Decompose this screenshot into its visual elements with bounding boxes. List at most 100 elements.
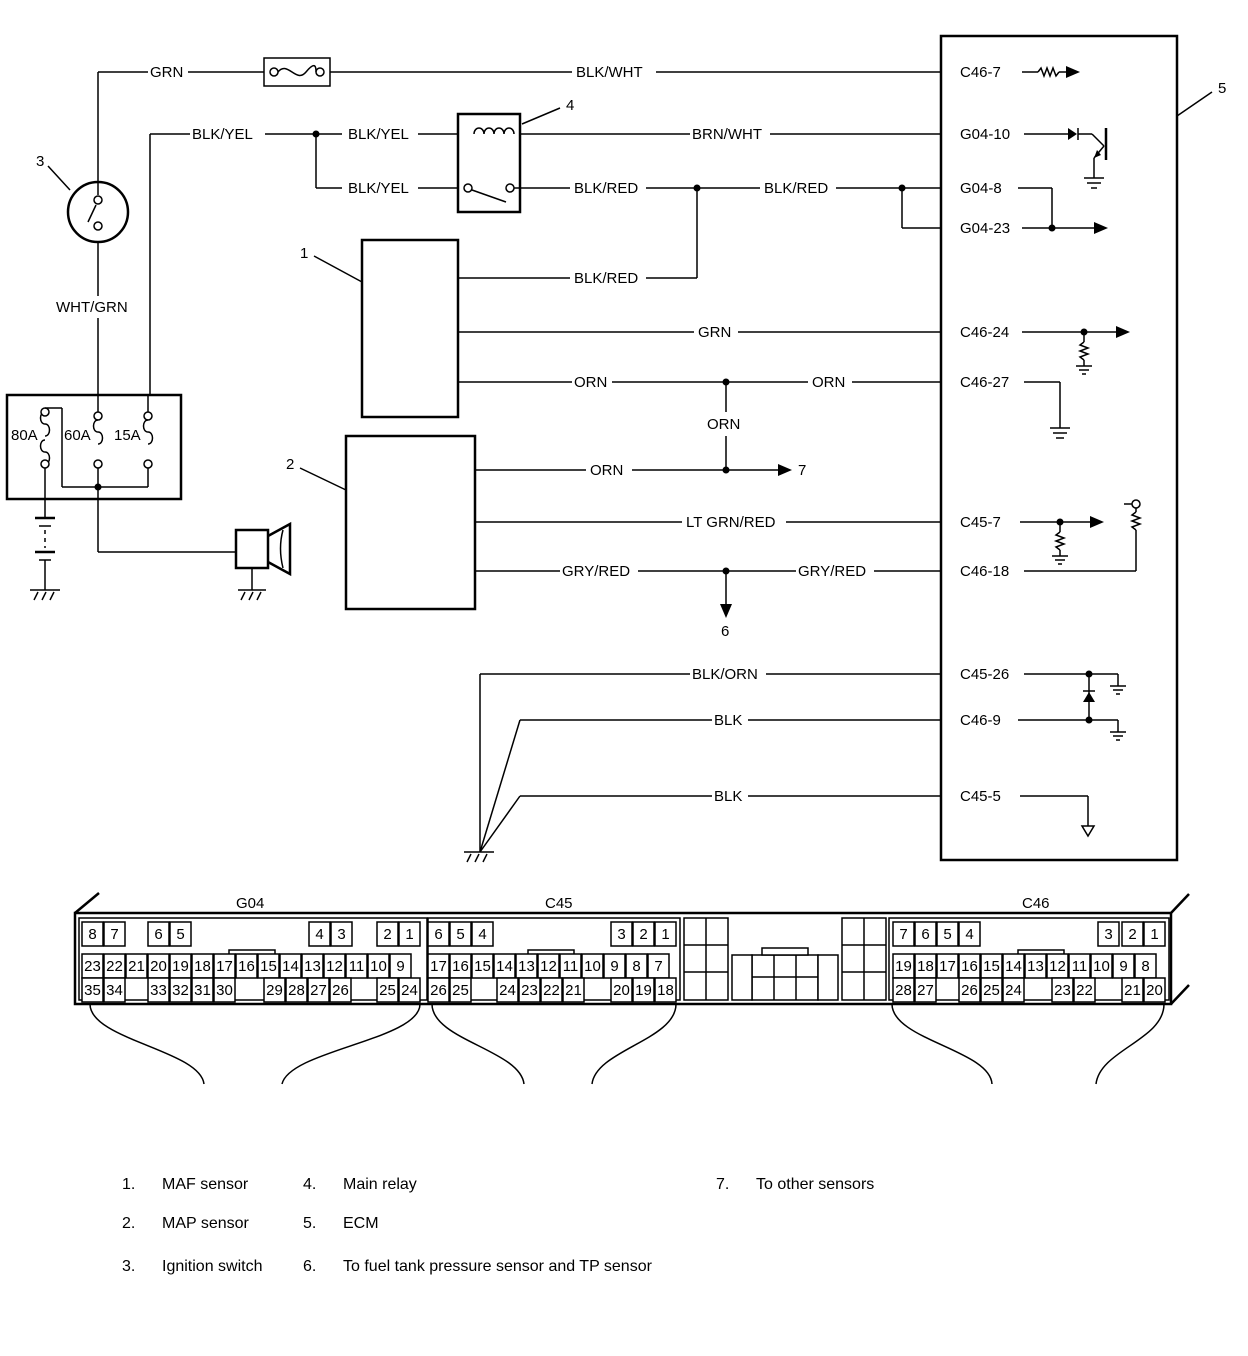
- c46-pin-27-cell: [914, 977, 937, 1003]
- fuse-block: 80A 60A 15A: [5, 393, 183, 501]
- g04-pin-26-label: 26: [332, 982, 349, 999]
- g04-pin-10-label: 10: [370, 958, 387, 975]
- g04-pin-14-label: 14: [282, 958, 299, 975]
- wire-label-blk-wht: BLK/WHT: [576, 64, 643, 81]
- g04-pin-21-label: 21: [128, 958, 145, 975]
- c45-pin-20-cell: [610, 977, 633, 1003]
- connector-header-c46: C46: [1022, 895, 1050, 912]
- g04-pin-15-label: 15: [260, 958, 277, 975]
- c46-pin-23-cell: [1051, 977, 1074, 1003]
- g04-pin-6-cell: [147, 921, 170, 947]
- wire-label-grn-maf: GRN: [698, 324, 731, 341]
- g04-pin-27-cell: [307, 977, 330, 1003]
- terminal-g04-8: G04-8: [960, 180, 1002, 197]
- terminal-c46-27: C46-27: [960, 374, 1009, 391]
- wire-label-blk-yel-b: BLK/YEL: [348, 126, 409, 143]
- c46-pin-17-cell: [936, 953, 959, 979]
- legend-num-6: 6.: [303, 1258, 316, 1275]
- g04-pin-31-label: 31: [194, 982, 211, 999]
- legend-text-2: MAP sensor: [162, 1215, 250, 1232]
- legend-num-3: 3.: [122, 1258, 135, 1275]
- grn-fuse-circuit: GRN BLK/WHT: [97, 57, 941, 195]
- c46-pin-3-cell: [1097, 921, 1120, 947]
- starter-motor-icon: [97, 487, 292, 601]
- g04-pin-29-cell: [263, 977, 286, 1003]
- g04-pin-16-cell: [235, 953, 258, 979]
- g04-pin-4-label: 4: [315, 926, 323, 943]
- c46-pin-2-label: 2: [1128, 926, 1136, 943]
- g04-pin-35-cell: [81, 977, 104, 1003]
- c45-pin-18-cell: [654, 977, 677, 1003]
- g04-pin-28-cell: [285, 977, 308, 1003]
- c45-pin-24-label: 24: [499, 982, 516, 999]
- c46-pin-25-label: 25: [983, 982, 1000, 999]
- c45-pin-7-label: 7: [654, 958, 662, 975]
- g04-pin-29-label: 29: [266, 982, 283, 999]
- c45-pin-15-cell: [471, 953, 494, 979]
- c46-pin-13-label: 13: [1027, 958, 1044, 975]
- c46-pin-21-label: 21: [1124, 982, 1141, 999]
- c45-pin-26-cell: [427, 977, 450, 1003]
- c45-pin-22-cell: [540, 977, 563, 1003]
- c46-pin-1-cell: [1143, 921, 1166, 947]
- g04-pin-8-label: 8: [88, 926, 96, 943]
- wire-label-orn-a: ORN: [574, 374, 607, 391]
- terminal-c46-9: C46-9: [960, 712, 1001, 729]
- g04-pin-7-label: 7: [110, 926, 118, 943]
- c46-pin-5-cell: [936, 921, 959, 947]
- c45-pin-2-label: 2: [639, 926, 647, 943]
- g04-pin-32-cell: [169, 977, 192, 1003]
- c46-pin-5-label: 5: [943, 926, 951, 943]
- c46-pin-6-cell: [914, 921, 937, 947]
- c46-pin-7-cell: [892, 921, 915, 947]
- g04-pin-31-cell: [191, 977, 214, 1003]
- g04-pin-8-cell: [81, 921, 104, 947]
- c46-pin-17-label: 17: [939, 958, 956, 975]
- g04-pin-5-cell: [169, 921, 192, 947]
- main-relay: 4 BRN/WHT BLK/RED BLK/RED: [456, 97, 941, 229]
- c46-pin-20-label: 20: [1146, 982, 1163, 999]
- c45-pin-16-label: 16: [452, 958, 469, 975]
- c46-pin-15-label: 15: [983, 958, 1000, 975]
- maf-sensor: 1 BLK/RED GRN ORN ORN ORN: [300, 188, 941, 470]
- c45-pin-4-cell: [471, 921, 494, 947]
- fuse-label-80a: 80A: [11, 427, 38, 444]
- terminal-g04-10: G04-10: [960, 126, 1010, 143]
- legend-num-5: 5.: [303, 1215, 316, 1232]
- c46-pin-16-label: 16: [961, 958, 978, 975]
- g04-pin-34-cell: [103, 977, 126, 1003]
- wire-label-wht-grn: WHT/GRN: [56, 299, 128, 316]
- c46-pin-19-label: 19: [895, 958, 912, 975]
- c45-pin-18-label: 18: [657, 982, 674, 999]
- wire-label-brn-wht: BRN/WHT: [692, 126, 762, 143]
- wire-label-blk-red-c: BLK/RED: [574, 270, 638, 287]
- wire-label-orn-d: ORN: [590, 462, 623, 479]
- callout-3: 3: [36, 153, 44, 170]
- callout-6: 6: [721, 623, 729, 640]
- ignition-switch: 3 WHT/GRN: [36, 153, 130, 412]
- c46-pin-3-label: 3: [1104, 926, 1112, 943]
- c46-pin-24-label: 24: [1005, 982, 1022, 999]
- c45-pin-23-cell: [518, 977, 541, 1003]
- c45-pin-6-label: 6: [434, 926, 442, 943]
- c45-pin-5-label: 5: [456, 926, 464, 943]
- terminal-c45-26: C45-26: [960, 666, 1009, 683]
- g04-pin-19-label: 19: [172, 958, 189, 975]
- terminal-c46-7: C46-7: [960, 64, 1001, 81]
- c45-pin-19-label: 19: [635, 982, 652, 999]
- g04-pin-12-label: 12: [326, 958, 343, 975]
- g04-pin-11-label: 11: [349, 958, 365, 975]
- c46-pin-25-cell: [980, 977, 1003, 1003]
- c45-pin-10-cell: [581, 953, 604, 979]
- g04-pin-17-label: 17: [216, 958, 233, 975]
- arrow-to-fuel-tank-sensor-icon: [720, 604, 732, 618]
- terminal-c45-5: C45-5: [960, 788, 1001, 805]
- g04-pin-34-label: 34: [106, 982, 123, 999]
- legend-text-5: ECM: [343, 1215, 379, 1232]
- g04-pin-25-label: 25: [379, 982, 396, 999]
- fuse-box-icon: [263, 57, 331, 87]
- callout-4: 4: [566, 97, 574, 114]
- c46-pin-10-cell: [1090, 953, 1113, 979]
